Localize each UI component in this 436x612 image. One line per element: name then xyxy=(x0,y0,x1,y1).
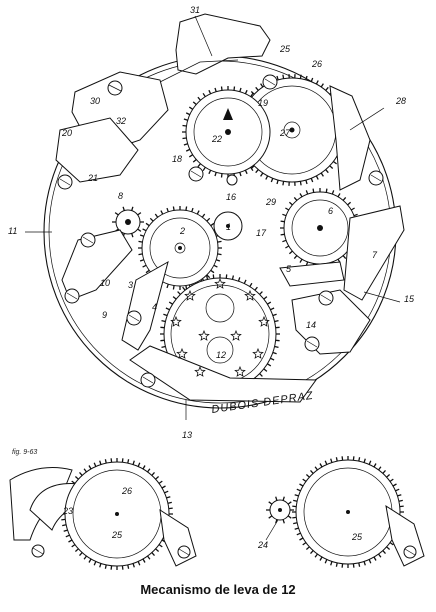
right-arm-28 xyxy=(329,85,371,191)
label-27: 27 xyxy=(279,128,291,138)
label-15: 15 xyxy=(404,294,415,304)
detail-left-lever xyxy=(159,508,197,567)
gear-6 xyxy=(283,191,357,265)
label-5: 5 xyxy=(286,264,292,274)
label-6: 6 xyxy=(328,206,333,216)
label-8: 8 xyxy=(118,191,123,201)
label-20: 20 xyxy=(61,128,72,138)
detail-right-lever xyxy=(385,504,425,567)
top-lever xyxy=(175,13,271,75)
label-29: 29 xyxy=(265,197,276,207)
label-18: 18 xyxy=(172,154,182,164)
label-10: 10 xyxy=(100,278,110,288)
label-9: 9 xyxy=(102,310,107,320)
top-lever-arm xyxy=(159,59,239,83)
star-decorations xyxy=(170,277,270,377)
gear-1 xyxy=(213,211,243,241)
label-12: 12 xyxy=(216,350,226,360)
detail-label-25-right: 25 xyxy=(351,532,363,542)
lever-4 xyxy=(121,260,169,351)
figure-number: fig. 9-63 xyxy=(12,449,37,456)
detail-label-26: 26 xyxy=(121,486,132,496)
label-32: 32 xyxy=(116,116,126,126)
bottom-plate-13 xyxy=(129,345,317,403)
label-7: 7 xyxy=(372,250,378,260)
label-3: 3 xyxy=(128,280,133,290)
label-22: 22 xyxy=(211,134,222,144)
main-labels: 31 25 26 28 30 19 32 20 22 27 18 21 8 16… xyxy=(8,5,415,440)
label-4: 4 xyxy=(152,302,157,312)
lever-10 xyxy=(61,229,133,301)
label-11: 11 xyxy=(8,226,17,236)
pinion-8 xyxy=(115,209,141,235)
main-movement: 31 25 26 28 30 19 32 20 22 27 18 21 8 16… xyxy=(8,5,415,440)
detail-label-23: 23 xyxy=(62,506,73,516)
leader-lines xyxy=(25,15,401,420)
lever-5 xyxy=(279,261,345,287)
label-1: 1 xyxy=(226,222,231,232)
label-2: 2 xyxy=(179,226,185,236)
screws xyxy=(57,74,384,388)
gear-22 xyxy=(185,89,271,175)
detail-label-24: 24 xyxy=(257,540,268,550)
label-31: 31 xyxy=(190,5,200,15)
detail-right: 24 25 xyxy=(257,459,425,567)
detail-left: 26 23 25 xyxy=(9,461,197,567)
caption: Mecanismo de leva de 12 xyxy=(140,582,296,597)
label-16: 16 xyxy=(226,192,236,202)
detail-label-25-left: 25 xyxy=(111,530,123,540)
label-21: 21 xyxy=(87,173,98,183)
label-30: 30 xyxy=(90,96,100,106)
label-28: 28 xyxy=(395,96,406,106)
label-19: 19 xyxy=(258,98,268,108)
teeth-detail-right xyxy=(292,456,404,568)
lever-7 xyxy=(343,205,405,301)
teeth-pinion-24 xyxy=(266,496,294,524)
label-17: 17 xyxy=(256,228,267,238)
left-plate-20 xyxy=(55,117,139,183)
label-26: 26 xyxy=(311,59,322,69)
label-25: 25 xyxy=(279,44,291,54)
label-13: 13 xyxy=(182,430,192,440)
label-14: 14 xyxy=(306,320,316,330)
